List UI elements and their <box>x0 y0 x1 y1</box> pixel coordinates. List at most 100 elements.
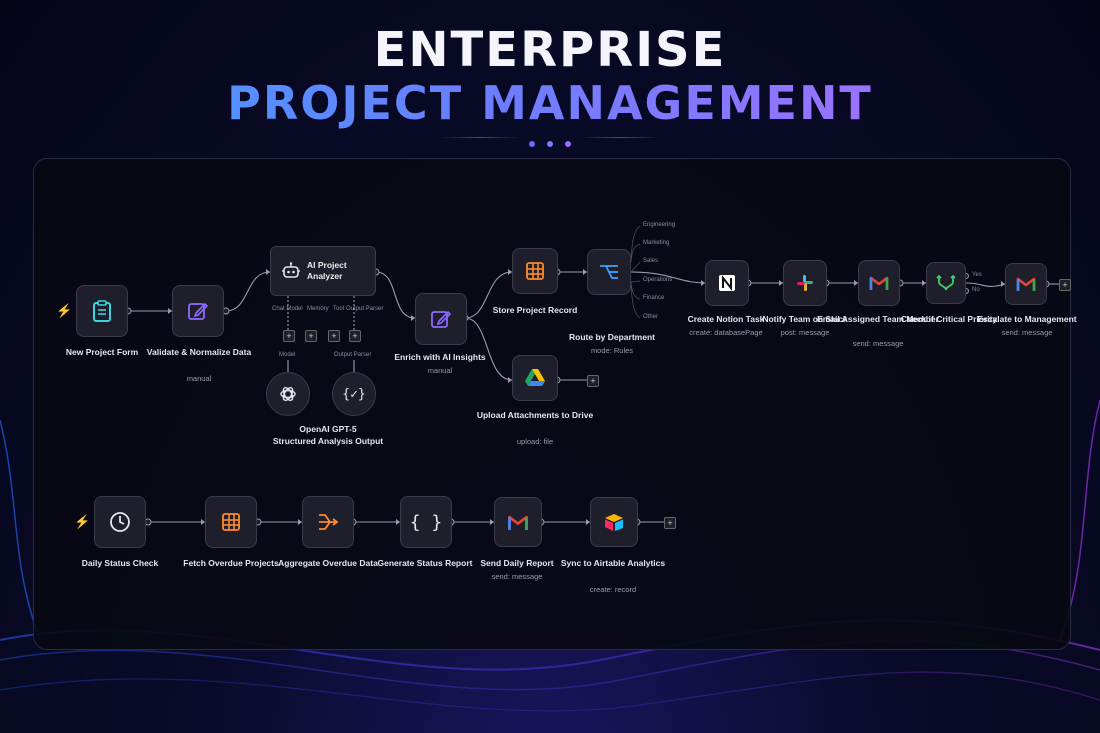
clipboard-icon <box>93 300 111 322</box>
route-output-finance: Finance <box>643 295 665 301</box>
label-openai: OpenAI GPT-5 <box>299 424 357 434</box>
node-new-project-form[interactable] <box>76 285 128 337</box>
dot <box>529 141 535 147</box>
label-fetch-overdue-projects: Fetch Overdue Projects <box>183 558 279 568</box>
divider-right <box>580 137 660 138</box>
add-memory-plus-button[interactable]: + <box>305 330 317 342</box>
trigger-bolt-icon: ⚡ <box>74 514 91 529</box>
sub-sync-airtable: create: record <box>589 585 637 594</box>
sub-create-notion-task: create: databasePage <box>689 328 763 337</box>
label-email-team-member: Email Assigned Team Member <box>817 314 939 324</box>
edit-icon <box>188 302 209 320</box>
node-daily-status-check[interactable] <box>94 496 146 548</box>
node-create-notion-task[interactable] <box>705 260 749 306</box>
label-store-project-record: Store Project Record <box>492 305 578 315</box>
label-escalate-management: Escalate to Management <box>977 314 1077 324</box>
trigger-bolt-icon: ⚡ <box>56 303 73 318</box>
divider-left <box>440 137 520 138</box>
route-output-engineering: Engineering <box>643 222 676 228</box>
add-model-plus-button[interactable]: + <box>283 330 295 342</box>
label-create-notion-task: Create Notion Task <box>687 314 765 324</box>
node-generate-status-report[interactable]: { } <box>400 496 452 548</box>
sub-enrich-ai-insights: manual <box>427 366 453 375</box>
title-line-1: ENTERPRISE <box>373 22 727 78</box>
dot <box>547 141 553 147</box>
node-sync-airtable[interactable] <box>590 497 638 547</box>
label-model: Model <box>279 352 296 358</box>
sub-route-by-department: mode: Rules <box>590 346 634 355</box>
gmail-icon <box>508 515 528 530</box>
ai-port-chat-model: Chat Model <box>272 306 303 312</box>
notion-icon <box>719 275 735 291</box>
label-send-daily-report: Send Daily Report <box>480 558 554 568</box>
node-structured-output[interactable]: {✓} <box>332 372 376 416</box>
label-check-critical-priority: Check if Critical Priority <box>900 314 998 324</box>
node-send-daily-report[interactable] <box>494 497 542 547</box>
node-validate-normalize[interactable] <box>172 285 224 337</box>
aggregate-icon <box>319 514 339 530</box>
node-openai-model[interactable] <box>266 372 310 416</box>
node-ai-project-analyzer[interactable]: AI Project Analyzer <box>270 246 376 296</box>
add-after-airtable-plus-button[interactable]: + <box>664 517 676 529</box>
workflow-canvas[interactable] <box>33 158 1071 650</box>
ai-port-memory: Memory <box>307 306 329 312</box>
label-enrich-ai-insights: Enrich with AI Insights <box>394 352 486 362</box>
sub-validate-normalize: manual <box>186 374 212 383</box>
add-parser-plus-button[interactable]: + <box>349 330 361 342</box>
route-output-sales: Sales <box>643 258 659 264</box>
label-route-by-department: Route by Department <box>569 332 655 342</box>
edit-icon <box>431 310 452 328</box>
title-dots <box>0 134 1100 152</box>
label-sync-airtable: Sync to Airtable Analytics <box>560 558 666 568</box>
route-output-marketing: Marketing <box>643 240 670 246</box>
branch-icon <box>600 265 618 279</box>
node-enrich-ai-insights[interactable] <box>415 293 467 345</box>
clock-icon <box>110 512 130 532</box>
route-output-operations: Operations <box>643 277 673 283</box>
airtable-icon <box>605 514 623 531</box>
sub-send-daily-report: send: message <box>491 572 543 581</box>
node-upload-to-drive[interactable] <box>512 355 558 401</box>
if-output-yes: Yes <box>972 272 982 278</box>
openai-icon <box>280 386 296 402</box>
label-daily-status-check: Daily Status Check <box>81 558 159 568</box>
title-line-2: PROJECT MANAGEMENT <box>0 76 1100 130</box>
sub-email-team-member: send: message <box>852 339 904 348</box>
label-output-parser: Output Parser <box>334 352 372 358</box>
node-fetch-overdue-projects[interactable] <box>205 496 257 548</box>
gmail-icon <box>869 276 889 290</box>
label-structured-output: Structured Analysis Output <box>272 436 384 446</box>
dot <box>565 141 571 147</box>
label-notify-slack: Notify Team on Slack <box>762 314 848 324</box>
braces-icon: {✓} <box>342 386 366 402</box>
table-icon <box>526 262 544 280</box>
node-store-project-record[interactable] <box>512 248 558 294</box>
node-escalate-management[interactable] <box>1005 263 1047 305</box>
braces-icon: { } <box>409 511 443 533</box>
ai-port-tool: Tool <box>333 306 345 312</box>
node-route-by-department[interactable] <box>587 249 631 295</box>
sub-escalate-management: send: message <box>1001 328 1053 337</box>
ai-port-output-parser: Output Parser <box>346 306 384 312</box>
node-email-team-member[interactable] <box>858 260 900 306</box>
node-check-critical-priority[interactable] <box>926 262 966 304</box>
node-aggregate-overdue-data[interactable] <box>302 496 354 548</box>
node-notify-slack[interactable] <box>783 260 827 306</box>
sub-upload-to-drive: upload: file <box>516 437 554 446</box>
label-ai-project-analyzer: AI Project Analyzer <box>307 260 347 281</box>
if-output-no: No <box>972 287 980 293</box>
label-validate-normalize: Validate & Normalize Data <box>146 347 252 357</box>
add-tool-plus-button[interactable]: + <box>328 330 340 342</box>
drive-icon <box>525 369 545 386</box>
label-upload-to-drive: Upload Attachments to Drive <box>476 410 594 420</box>
gmail-icon <box>1016 277 1036 291</box>
table-icon <box>222 513 240 531</box>
label-new-project-form: New Project Form <box>65 347 139 357</box>
robot-icon <box>282 262 300 278</box>
label-aggregate-overdue-data: Aggregate Overdue Data <box>278 558 378 568</box>
add-after-drive-plus-button[interactable]: + <box>587 375 599 387</box>
add-after-escalate-plus-button[interactable]: + <box>1059 279 1071 291</box>
label-generate-status-report: Generate Status Report <box>377 558 473 568</box>
route-output-other: Other <box>643 314 659 320</box>
sub-notify-slack: post: message <box>780 328 830 337</box>
